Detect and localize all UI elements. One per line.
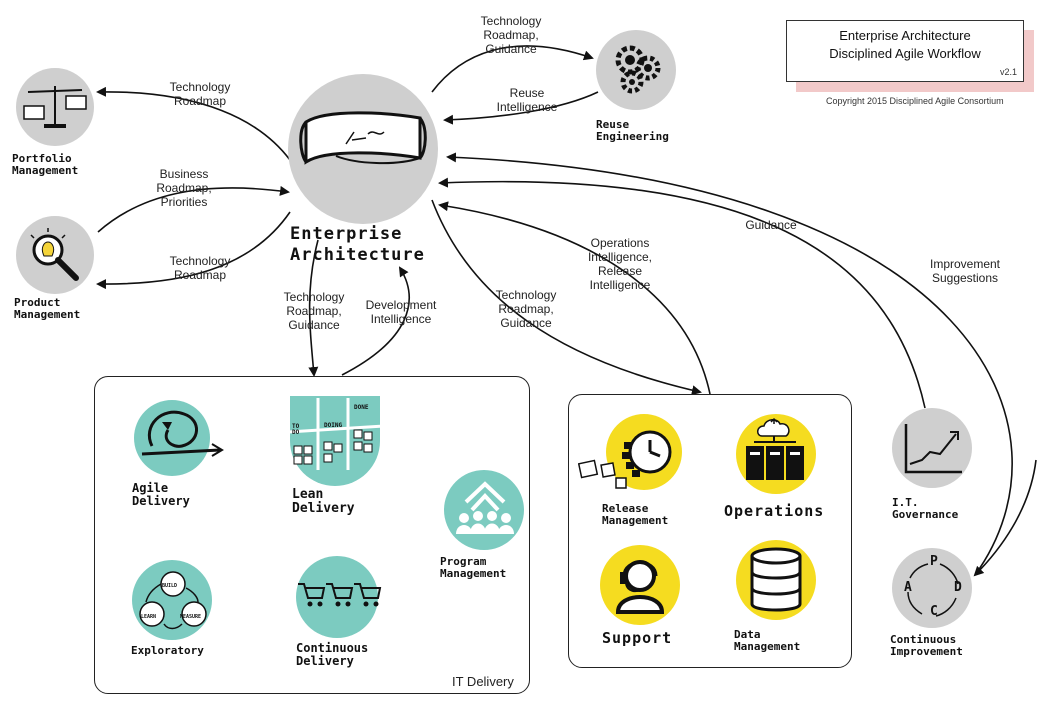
explore-learn-text: LEARN xyxy=(141,614,157,620)
pdca-c-text: C xyxy=(930,604,938,619)
pdca-a-text: A xyxy=(904,580,912,595)
growth-chart-icon xyxy=(904,424,962,474)
kanban-done-text: DONE xyxy=(354,404,369,411)
shopping-carts-icon xyxy=(298,583,382,607)
it-delivery-label: IT Delivery xyxy=(452,674,514,689)
release-management-label: Release Management xyxy=(602,502,669,527)
arrow-tech-roadmap-ops xyxy=(431,199,702,396)
legend-title-line1: Enterprise Architecture xyxy=(839,28,971,43)
continuous-improvement-circle xyxy=(892,548,972,628)
legend-title-line2: Disciplined Agile Workflow xyxy=(829,46,981,61)
explore-measure-text: MEASURE xyxy=(180,614,202,620)
it-delivery-group xyxy=(94,376,530,694)
pdca-cycle-icon xyxy=(907,563,959,617)
kanban-board-icon xyxy=(288,398,384,470)
continuous-delivery-label: Continuous Delivery xyxy=(296,641,369,668)
arrow-reuse-intelligence xyxy=(443,91,599,125)
agile-loop-icon xyxy=(141,410,224,457)
team-pyramid-icon xyxy=(456,481,514,534)
it-governance-label: I.T. Governance xyxy=(892,496,959,521)
flow-label-tech-roadmap-ops: Technology Roadmap, Guidance xyxy=(495,288,557,330)
kanban-doing-text: DOING xyxy=(324,422,343,429)
pdca-p-text: P xyxy=(930,554,938,569)
portfolio-management-label: Portfolio Management xyxy=(12,152,79,177)
arrow-tech-roadmap-reuse xyxy=(431,45,594,93)
arrow-operations-intelligence xyxy=(438,201,711,395)
headset-agent-icon xyxy=(615,560,665,614)
exploratory-label: Exploratory xyxy=(131,644,204,657)
arrow-guidance xyxy=(438,177,926,409)
program-management-label: Program Management xyxy=(440,555,507,580)
continuous-improvement-label: Continuous Improvement xyxy=(890,633,963,658)
arrow-business-roadmap xyxy=(97,185,290,233)
flow-label-guidance: Guidance xyxy=(745,218,797,232)
flow-label-operations-intelligence: Operations Intelligence, Release Intelli… xyxy=(587,236,653,292)
agile-delivery-label: Agile Delivery xyxy=(132,481,190,508)
arrow-development-intelligence xyxy=(341,266,410,376)
copyright: Copyright 2015 Disciplined Agile Consort… xyxy=(826,96,1004,106)
legend-version: v2.1 xyxy=(999,67,1017,77)
lean-delivery-circle xyxy=(290,396,380,486)
flow-label-tech-roadmap-reuse: Technology Roadmap, Guidance xyxy=(480,14,542,56)
gears-icon xyxy=(615,45,661,94)
flow-label-tech-roadmap-portfolio: Technology Roadmap xyxy=(169,80,231,108)
build-measure-learn-icon xyxy=(139,571,207,630)
legend-box: Enterprise Architecture Disciplined Agil… xyxy=(786,20,1024,82)
data-management-label: Data Management xyxy=(734,628,801,653)
operations-label: Operations xyxy=(724,502,825,520)
flow-label-tech-roadmap-delivery: Technology Roadmap, Guidance xyxy=(283,290,345,332)
kanban-todo-text: TO DO xyxy=(292,423,300,436)
cloud-servers-icon xyxy=(746,417,804,480)
blueprint-scroll-icon xyxy=(299,111,427,165)
arrow-tech-roadmap-portfolio xyxy=(96,86,291,161)
enterprise-architecture-label: Enterprise Architecture xyxy=(290,224,425,265)
arrow-tech-roadmap-product xyxy=(96,211,291,290)
reuse-engineering-label: Reuse Engineering xyxy=(596,118,669,143)
operations-group xyxy=(568,394,852,668)
database-icon xyxy=(750,547,802,612)
magnifier-lightbulb-icon xyxy=(30,228,79,281)
product-management-label: Product Management xyxy=(14,296,81,321)
flow-label-improvement-suggestions: Improvement Suggestions xyxy=(929,257,1001,285)
arrow-tech-roadmap-delivery xyxy=(308,239,319,377)
support-label: Support xyxy=(602,629,673,647)
lean-delivery-label: Lean Delivery xyxy=(292,487,355,516)
scale-icon xyxy=(23,86,87,128)
flow-label-development-intelligence: Development Intelligence xyxy=(365,298,437,326)
flow-label-reuse-intelligence: Reuse Intelligence xyxy=(496,86,558,114)
pdca-d-text: D xyxy=(954,580,962,595)
arrow-improvement-suggestions xyxy=(446,152,1013,576)
release-clock-icon xyxy=(578,430,672,489)
flow-label-tech-roadmap-product: Technology Roadmap xyxy=(169,254,231,282)
explore-build-text: BUILD xyxy=(162,583,178,589)
flow-label-business-roadmap: Business Roadmap, Priorities xyxy=(156,167,212,209)
